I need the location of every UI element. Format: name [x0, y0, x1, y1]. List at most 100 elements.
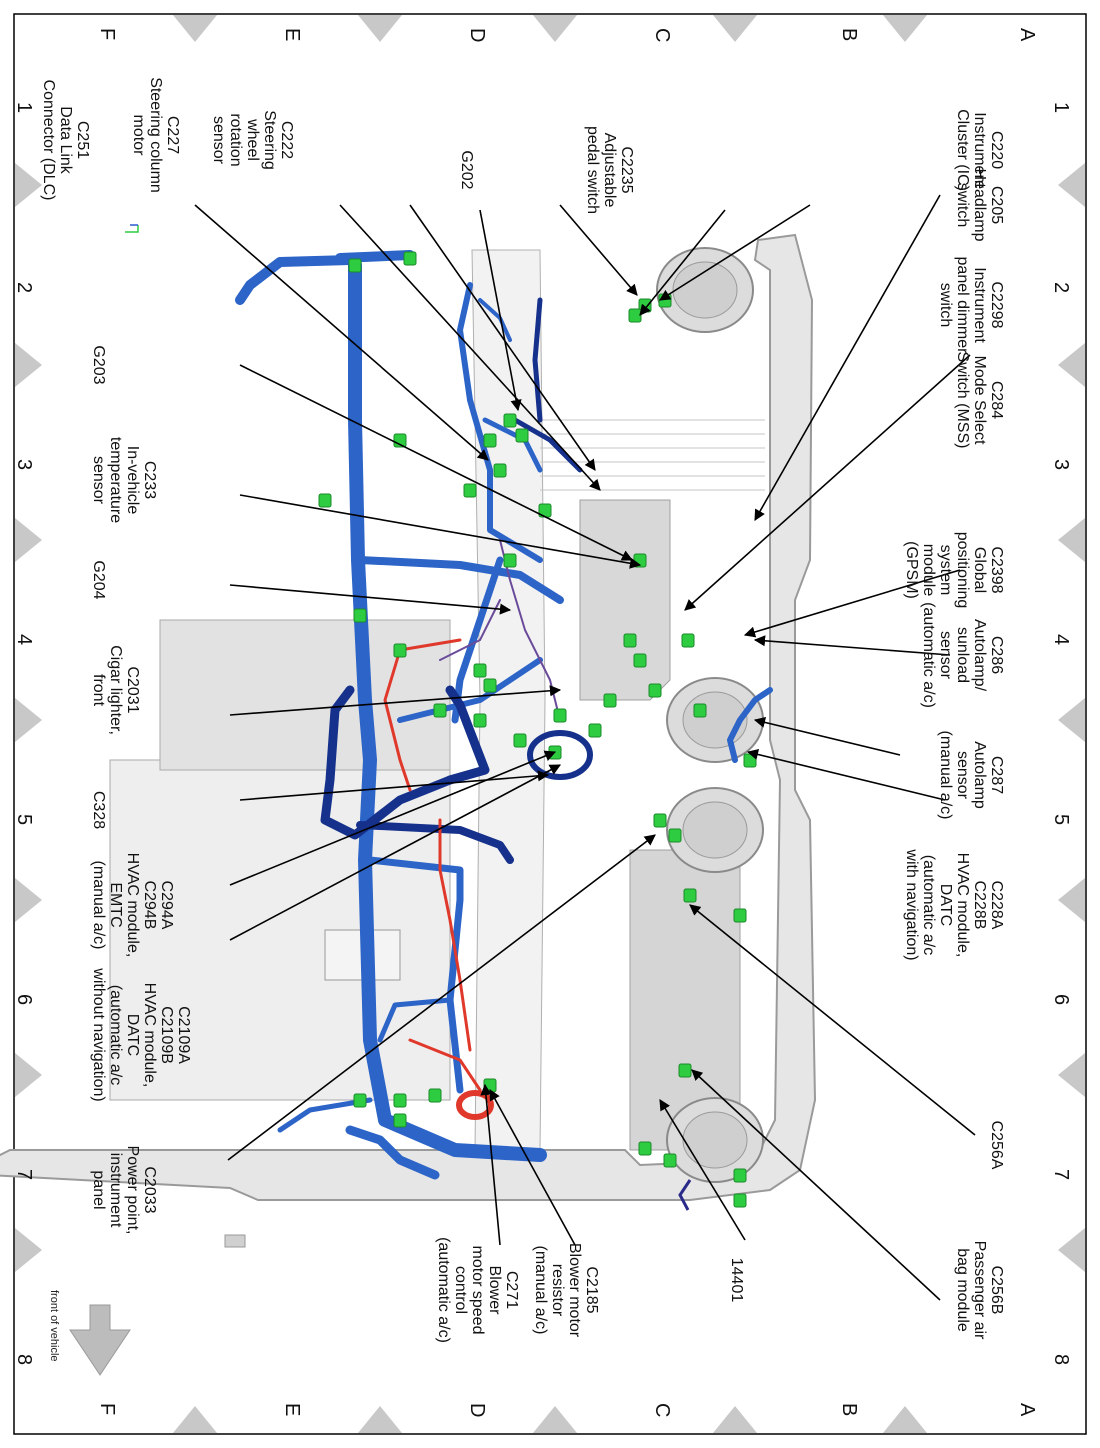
label-c228-line-5: with navigation)	[903, 849, 920, 961]
zone-marker-right-1	[713, 1406, 757, 1433]
hvac-harness	[727, 687, 773, 763]
leader-c284	[684, 354, 971, 611]
grid-row-left-B: B	[838, 28, 860, 42]
label-c227-line-0: C227	[164, 115, 181, 155]
left-end-harness	[335, 250, 415, 263]
label-c271-line-0: C271	[503, 1270, 520, 1310]
connector-16	[633, 653, 647, 668]
connector-29	[678, 1063, 692, 1078]
label-c328: C328	[90, 791, 107, 829]
zone-marker-top-1	[1058, 343, 1085, 387]
label-c286-line-3: sensor	[937, 630, 954, 680]
zone-marker-left-0	[883, 15, 927, 42]
label-c2109-line-5: without navigation)	[90, 968, 107, 1102]
grid-col-bot-2: 2	[13, 282, 35, 294]
connector-7	[483, 433, 497, 448]
label-c2033-line-0: C2033	[141, 1166, 158, 1214]
label-c287-line-1: Autolamp	[971, 741, 988, 809]
label-c287-line-3: (manual a/c)	[937, 730, 954, 820]
connector-41	[483, 678, 497, 693]
grid-row-right-A: A	[1016, 1403, 1038, 1417]
leader-c2109	[229, 764, 561, 941]
zone-marker-top-4	[1058, 878, 1085, 922]
main-cross-harness	[348, 258, 547, 1162]
zone-marker-bottom-4	[15, 878, 42, 922]
leader-c220	[754, 194, 941, 521]
label-c222-line-4: sensor	[210, 115, 227, 165]
label-c287-line-2: sensor	[954, 750, 971, 800]
connector-33	[353, 1093, 367, 1108]
connector-43	[433, 703, 447, 718]
leader-14401	[659, 1099, 746, 1241]
connector-9	[463, 483, 477, 498]
label-c2031-line-1: Cigar lighter,	[107, 645, 124, 735]
grid-col-bot-7: 7	[13, 1169, 35, 1181]
connector-26	[668, 828, 682, 843]
leader-c286	[753, 635, 951, 656]
leader-g204	[229, 584, 512, 615]
grid-col-bot-6: 6	[13, 994, 35, 1006]
zone-marker-top-6	[1058, 1228, 1085, 1272]
instrument-panel	[0, 233, 817, 1248]
grid-col-top-8: 8	[1050, 1354, 1072, 1366]
label-c2185-line-1: Blower motor	[566, 1242, 583, 1338]
label-c2398-line-2: positioning	[954, 531, 971, 609]
label-c2398-line-0: C2398	[988, 546, 1005, 594]
grid-row-right-E: E	[281, 1403, 303, 1417]
leader-c256a	[689, 904, 976, 1136]
label-c2398-line-4: module	[920, 543, 937, 597]
vent-inner-2	[682, 1111, 748, 1169]
label-c2398-line-5: (GPSM)	[903, 541, 920, 599]
connector-35	[638, 1141, 652, 1156]
label-c2298-line-0: C2298	[988, 281, 1005, 329]
label-c2109-line-3: DATC	[124, 1013, 141, 1057]
label-c228-line-3: DATC	[937, 883, 954, 927]
label-c2109-line-4: (automatic a/c	[107, 984, 124, 1086]
connector-layer	[125, 224, 757, 1211]
connector-13	[353, 608, 367, 623]
zone-marker-top-0	[1058, 163, 1085, 207]
zone-marker-left-1	[713, 15, 757, 42]
upper-cluster-harness	[457, 282, 543, 563]
zone-marker-bottom-6	[15, 1228, 42, 1272]
label-14401: 14401	[728, 1258, 745, 1303]
zone-marker-bottom-2	[15, 518, 42, 562]
zone-marker-top-5	[1058, 1053, 1085, 1097]
leader-g203	[239, 364, 634, 561]
leader-c294	[229, 750, 557, 886]
zone-marker-right-3	[358, 1406, 402, 1433]
zone-marker-left-2	[533, 15, 577, 42]
label-c233-line-3: sensor	[90, 455, 107, 505]
connector-14	[681, 633, 695, 648]
margin-mark	[125, 225, 139, 233]
connector-4	[628, 308, 642, 323]
zone-marker-right-4	[173, 1406, 217, 1433]
label-c251-line-0: C251	[74, 120, 91, 160]
leader-c2031	[229, 685, 562, 716]
connector-34	[393, 1113, 407, 1128]
label-c256a-line-0: C256A	[988, 1120, 1005, 1170]
label-c233-line-1: In-vehicle	[124, 445, 141, 515]
label-c294-line-4: (manual a/c)	[90, 860, 107, 950]
label-c205-line-1: Headlamp	[971, 168, 988, 242]
leader-c2033	[227, 834, 656, 1161]
connector-28	[733, 908, 747, 923]
grid-row-right-B: B	[838, 1403, 860, 1417]
label-g202-line-0: G202	[458, 150, 475, 190]
red-mid-wire	[438, 818, 472, 1052]
steering-harness	[512, 417, 583, 473]
connector-15	[623, 633, 637, 648]
connector-45	[318, 493, 332, 508]
grid-row-left-C: C	[651, 28, 673, 43]
mid-vertical-harness	[356, 556, 564, 604]
label-c228-line-2: HVAC module,	[954, 852, 971, 958]
center-stack-lower	[159, 619, 451, 771]
label-c2109-line-0: C2109A	[175, 1006, 192, 1064]
grid-col-bot-5: 5	[13, 814, 35, 826]
